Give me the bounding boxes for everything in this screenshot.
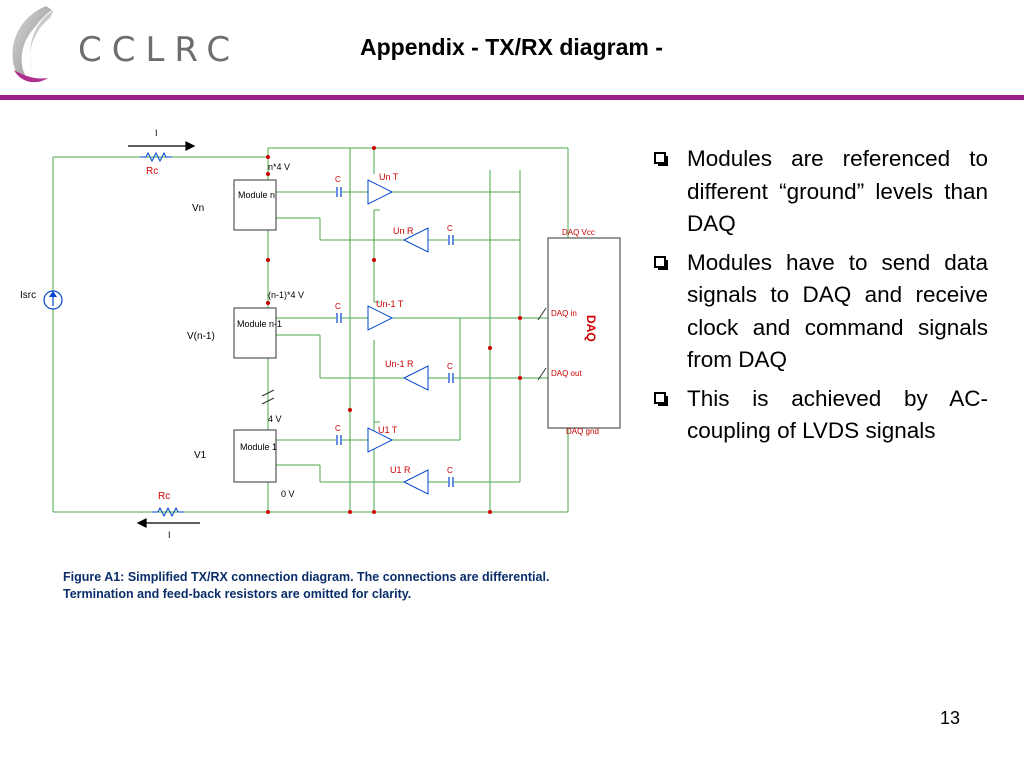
bullet-item: Modules have to send data signals to DAQ… xyxy=(650,247,988,377)
cap-label-5: C xyxy=(335,424,341,433)
cclrc-logo: CCLRC xyxy=(0,0,260,92)
v4-label: 4 V xyxy=(268,414,282,424)
title-divider xyxy=(0,95,1024,100)
rc-bottom-label: Rc xyxy=(158,491,170,502)
bullet-text: Modules have to send data signals to DAQ… xyxy=(687,249,988,373)
module-n1-label: Module n-1 xyxy=(237,319,282,329)
rail-breaks xyxy=(261,307,547,405)
module-n-label: Module n xyxy=(238,190,275,200)
checkbox-bullet-icon xyxy=(654,152,668,166)
wires xyxy=(52,147,569,513)
current-label-top: I xyxy=(155,128,158,138)
daq-label: DAQ xyxy=(584,315,598,342)
cap-label-4: C xyxy=(447,362,453,371)
cap-label-3: C xyxy=(335,302,341,311)
module-1-label: Module 1 xyxy=(240,442,277,452)
page-number: 13 xyxy=(940,708,961,728)
v0-label: 0 V xyxy=(281,489,295,499)
n14v-label: (n-1)*4 V xyxy=(268,290,304,300)
daq-vcc-label: DAQ Vcc xyxy=(562,228,595,237)
tx-buffer-1 xyxy=(367,427,394,453)
u1t-label: U1 T xyxy=(378,425,398,435)
rx-buffer-n1 xyxy=(402,365,429,391)
rc-top-label: Rc xyxy=(146,166,158,177)
bullet-item: This is achieved by AC-coupling of LVDS … xyxy=(650,383,988,448)
daq-box xyxy=(547,237,621,429)
isrc-source-icon xyxy=(43,290,63,310)
module-1-box xyxy=(233,429,277,483)
daq-gnd-label: DAQ gnd xyxy=(566,427,599,436)
daq-in-label: DAQ in xyxy=(551,309,577,318)
rx-buffer-n xyxy=(402,227,429,253)
rc-top-resistor xyxy=(140,151,172,163)
checkbox-bullet-icon xyxy=(654,391,668,406)
bullet-item: Modules are referenced to different “gro… xyxy=(650,143,988,241)
figure-caption: Figure A1: Simplified TX/RX connection d… xyxy=(63,570,550,601)
tx-buffer-n1 xyxy=(367,305,394,331)
current-label-bottom: I xyxy=(168,530,171,540)
isrc-label: Isrc xyxy=(20,290,36,301)
un1t-label: Un-1 T xyxy=(376,299,404,309)
n4v-label: n*4 V xyxy=(268,162,290,172)
module-n-box xyxy=(233,179,277,231)
bullet-list: Modules are referenced to different “gro… xyxy=(650,143,988,454)
rc-bottom-resistor xyxy=(152,506,184,518)
vn1-label: V(n-1) xyxy=(187,331,215,342)
v1-label: V1 xyxy=(194,450,207,461)
rx-buffer-1 xyxy=(402,469,429,495)
buffers xyxy=(367,179,429,495)
cap-label-6: C xyxy=(447,466,453,475)
bullet-text: This is achieved by AC-coupling of LVDS … xyxy=(687,385,988,444)
cap-label-1: C xyxy=(335,175,341,184)
unr-label: Un R xyxy=(393,226,414,236)
u1r-label: U1 R xyxy=(390,465,411,475)
cap-label-2: C xyxy=(447,224,453,233)
un1r-label: Un-1 R xyxy=(385,359,414,369)
logo-swoosh-icon xyxy=(12,6,54,83)
page-title: Appendix - TX/RX diagram - xyxy=(360,34,663,60)
tx-buffer-n xyxy=(367,179,394,205)
logo-text: CCLRC xyxy=(78,30,241,70)
vn-label: Vn xyxy=(192,203,204,214)
module-boxes xyxy=(233,179,621,483)
checkbox-bullet-icon xyxy=(654,255,668,270)
capacitors xyxy=(336,187,454,487)
nodes xyxy=(266,146,522,514)
unt-label: Un T xyxy=(379,172,399,182)
tx-rx-circuit-diagram: I I Rc Rc Isrc Vn V(n-1) V1 Module n Mod… xyxy=(20,128,621,540)
module-n1-box xyxy=(233,307,277,359)
current-arrows xyxy=(128,141,200,528)
bullet-text: Modules are referenced to different “gro… xyxy=(687,146,988,236)
daq-out-label: DAQ out xyxy=(551,369,582,378)
resistors xyxy=(140,151,184,518)
